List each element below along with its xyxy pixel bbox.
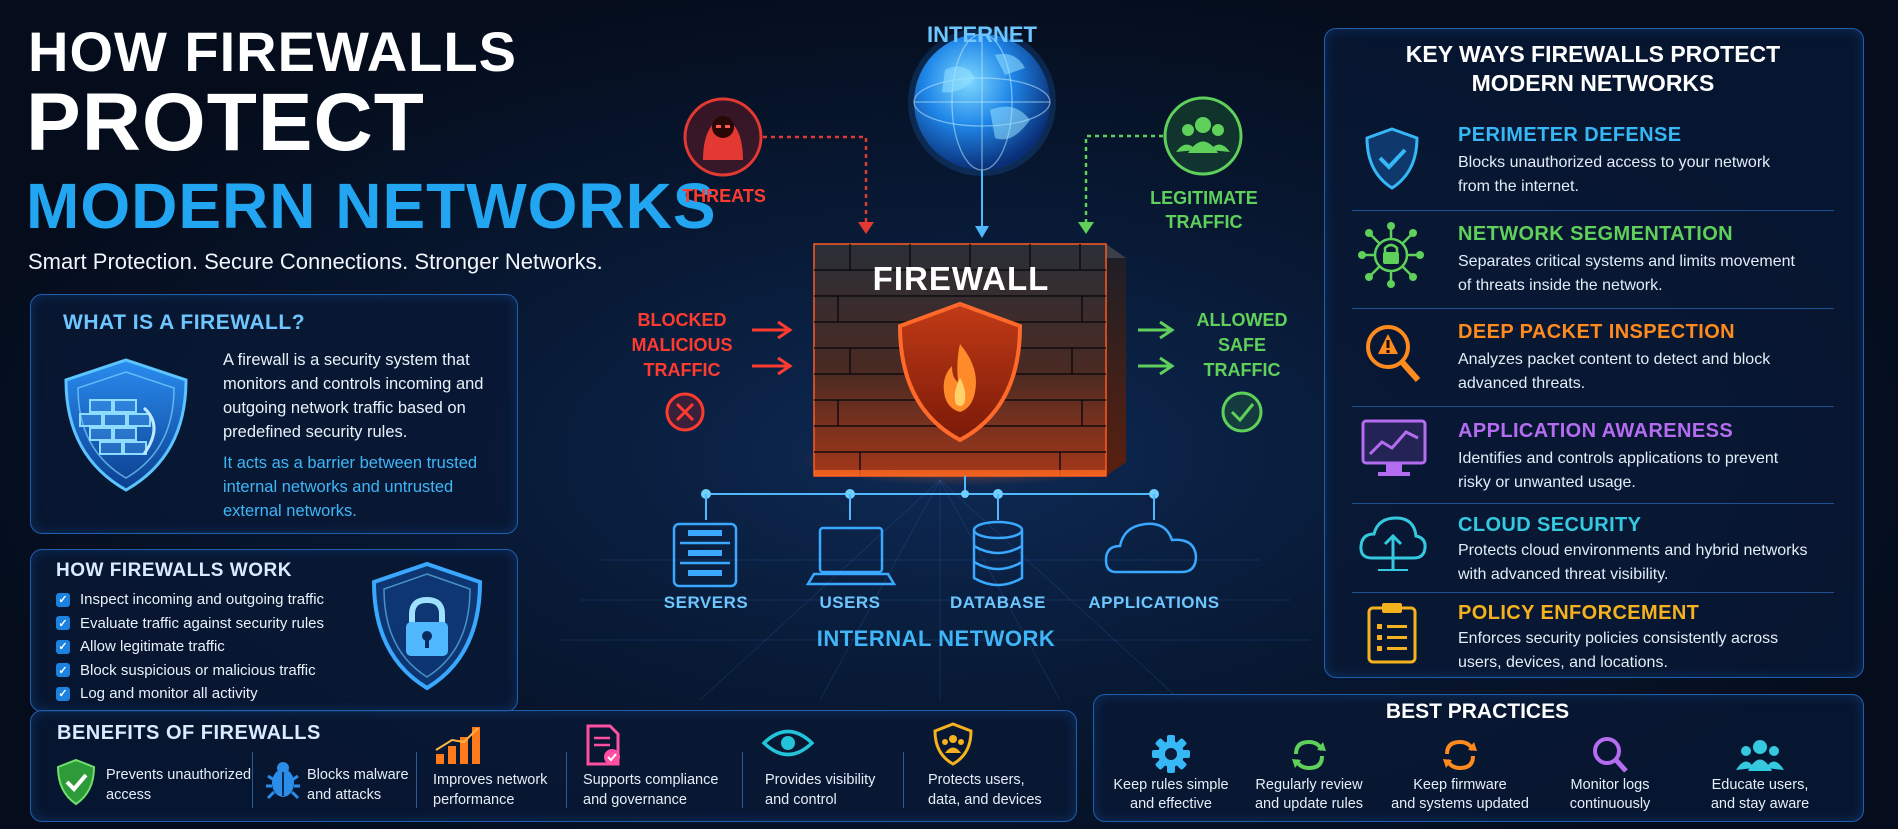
check-icon: ✓ xyxy=(56,686,70,701)
shield-users-icon xyxy=(933,722,973,766)
users-icon xyxy=(1163,96,1243,176)
title-line-1: HOW FIREWALLS xyxy=(28,20,517,83)
benefit-item: Protects users,data, and devices xyxy=(928,772,1042,808)
bug-icon xyxy=(266,762,300,800)
document-check-icon xyxy=(586,724,620,766)
title-line-2: PROTECT xyxy=(26,77,425,168)
node-applications-label: APPLICATIONS xyxy=(1088,593,1220,612)
tagline: Smart Protection. Secure Connections. St… xyxy=(28,249,603,274)
node-servers-label: SERVERS xyxy=(663,593,749,612)
laptop-icon xyxy=(805,526,897,586)
what-is-text: A firewall is a security system that mon… xyxy=(223,351,484,441)
search-icon xyxy=(1593,737,1628,773)
how-works-heading: HOW FIREWALLS WORK xyxy=(56,560,292,581)
divider xyxy=(1352,308,1834,309)
what-is-highlight: It acts as a barrier between trusted int… xyxy=(223,454,478,520)
benefits-panel xyxy=(30,710,1077,822)
check-circle-icon xyxy=(1221,391,1263,433)
internet-label: INTERNET xyxy=(927,22,1037,47)
key-way-item: PERIMETER DEFENSE Blocks unauthorized ac… xyxy=(1458,124,1771,195)
bar-chart-icon xyxy=(435,727,480,764)
divider xyxy=(566,752,567,808)
users-icon xyxy=(1736,740,1784,771)
sync-icon xyxy=(1443,739,1477,771)
shield-lock-icon xyxy=(371,561,483,691)
monitor-chart-icon xyxy=(1361,419,1427,476)
divider xyxy=(903,752,904,808)
list-item: ✓Block suspicious or malicious traffic xyxy=(56,659,356,683)
database-icon xyxy=(972,520,1024,587)
network-lock-icon xyxy=(1358,222,1424,288)
divider xyxy=(416,752,417,808)
divider xyxy=(1352,210,1834,211)
refresh-icon xyxy=(1292,739,1326,771)
shield-brick-icon xyxy=(64,358,188,492)
check-icon: ✓ xyxy=(56,592,70,607)
clipboard-icon xyxy=(1367,603,1417,664)
node-users-label: USERS xyxy=(819,593,881,612)
internal-network-label: INTERNAL NETWORK xyxy=(816,626,1056,651)
divider xyxy=(252,752,253,808)
divider xyxy=(1352,592,1834,593)
check-icon: ✓ xyxy=(56,616,70,631)
key-way-item: CLOUD SECURITY Protects cloud environmen… xyxy=(1458,514,1808,583)
shield-check-icon xyxy=(56,758,96,806)
what-is-heading: WHAT IS A FIREWALL? xyxy=(63,311,306,334)
divider xyxy=(1352,503,1834,504)
cloud-icon xyxy=(1104,522,1198,574)
key-way-item: APPLICATION AWARENESS Identifies and con… xyxy=(1458,420,1779,491)
gear-icon xyxy=(1152,735,1190,773)
shield-check-icon xyxy=(1365,127,1419,190)
best-practices-panel xyxy=(1093,694,1864,822)
list-item: ✓Inspect incoming and outgoing traffic xyxy=(56,588,356,612)
list-item: ✓Allow legitimate traffic xyxy=(56,635,356,659)
node-database-label: DATABASE xyxy=(950,593,1046,612)
check-icon: ✓ xyxy=(56,663,70,678)
benefits-heading: BENEFITS OF FIREWALLS xyxy=(57,722,321,744)
key-way-item: POLICY ENFORCEMENT Enforces security pol… xyxy=(1458,602,1779,671)
firewall-diagram xyxy=(560,28,1310,700)
best-practice-item: Educate users,and stay aware xyxy=(1710,777,1810,812)
cloud-icon xyxy=(1359,516,1427,571)
key-way-item: NETWORK SEGMENTATION Separates critical … xyxy=(1458,223,1795,294)
list-item: ✓Log and monitor all activity xyxy=(56,682,356,706)
magnifier-alert-icon xyxy=(1366,325,1421,382)
check-icon: ✓ xyxy=(56,639,70,654)
threats-label: THREATS xyxy=(682,186,766,206)
server-icon xyxy=(672,522,738,588)
title-line-3: MODERN NETWORKS xyxy=(26,170,717,242)
divider xyxy=(742,752,743,808)
key-way-item: DEEP PACKET INSPECTION Analyzes packet c… xyxy=(1458,321,1771,392)
firewall-label: FIREWALL xyxy=(872,260,1050,297)
best-practices-heading: BEST PRACTICES xyxy=(1385,700,1570,723)
divider xyxy=(1352,406,1834,407)
how-works-list: ✓Inspect incoming and outgoing traffic ✓… xyxy=(56,588,356,706)
eye-icon xyxy=(762,729,814,757)
list-item: ✓Evaluate traffic against security rules xyxy=(56,612,356,636)
